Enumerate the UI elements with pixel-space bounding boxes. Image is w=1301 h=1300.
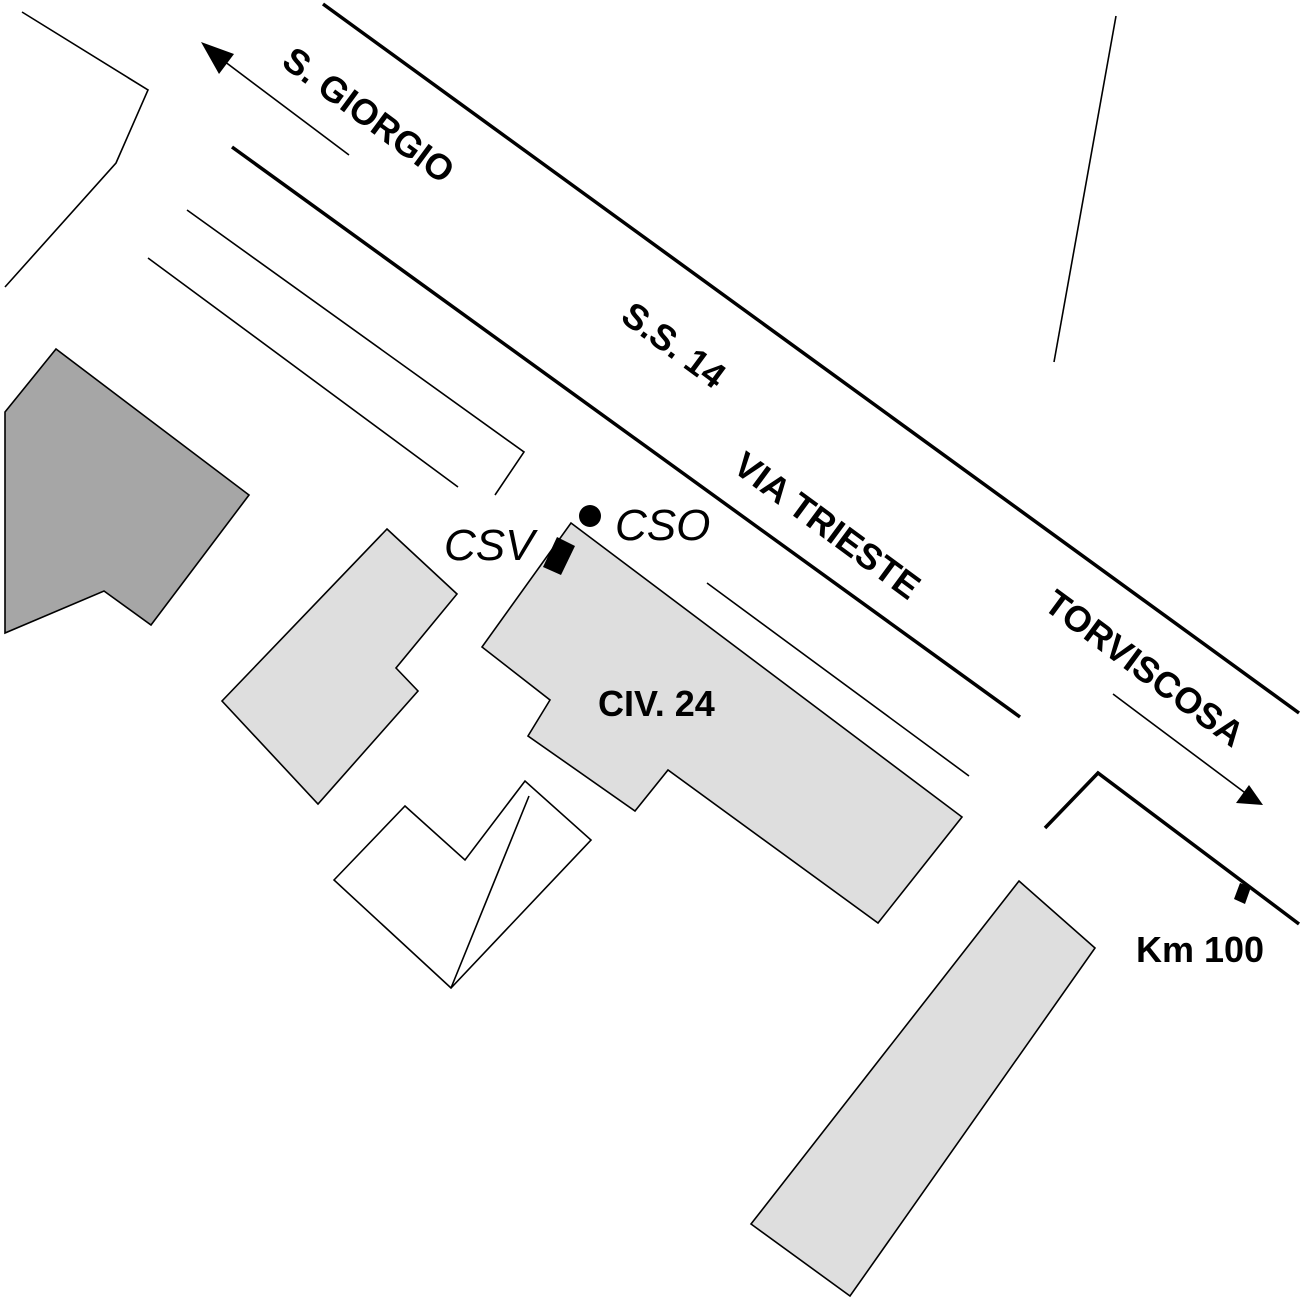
property-line-northwest [4, 11, 150, 288]
label-s-giorgio: S. GIORGIO [275, 38, 462, 191]
building-southeast [749, 879, 1097, 1298]
parking-lane-line-outer [186, 209, 526, 496]
arrow-west-head [201, 42, 234, 74]
road-edge-north [321, 2, 1301, 715]
label-civ-24: CIV. 24 [598, 683, 715, 724]
km-marker-tick [1234, 883, 1251, 904]
side-road-edge [1043, 770, 1301, 926]
arrow-east-head [1236, 785, 1263, 805]
building-open-south-diagonal [450, 795, 530, 989]
building-civ-24 [480, 521, 964, 925]
service-lane-line [706, 582, 970, 777]
label-torviscosa: TORVISCOSA [1037, 581, 1252, 754]
label-ss-14: S.S. 14 [614, 293, 733, 396]
property-line-northeast [1053, 15, 1117, 363]
arrow-east-shaft [1112, 693, 1249, 796]
building-open-south [332, 779, 593, 990]
parking-lane-line-inner [147, 257, 459, 488]
building-dark-west [4, 347, 251, 635]
csv-marker [543, 537, 575, 575]
road-edge-south [230, 145, 1022, 719]
cso-point-marker [579, 505, 601, 527]
building-west [220, 527, 459, 806]
label-csv: CSV [444, 521, 538, 570]
label-cso: CSO [615, 501, 710, 550]
label-km-100: Km 100 [1136, 929, 1264, 970]
arrow-west-shaft [215, 54, 350, 156]
